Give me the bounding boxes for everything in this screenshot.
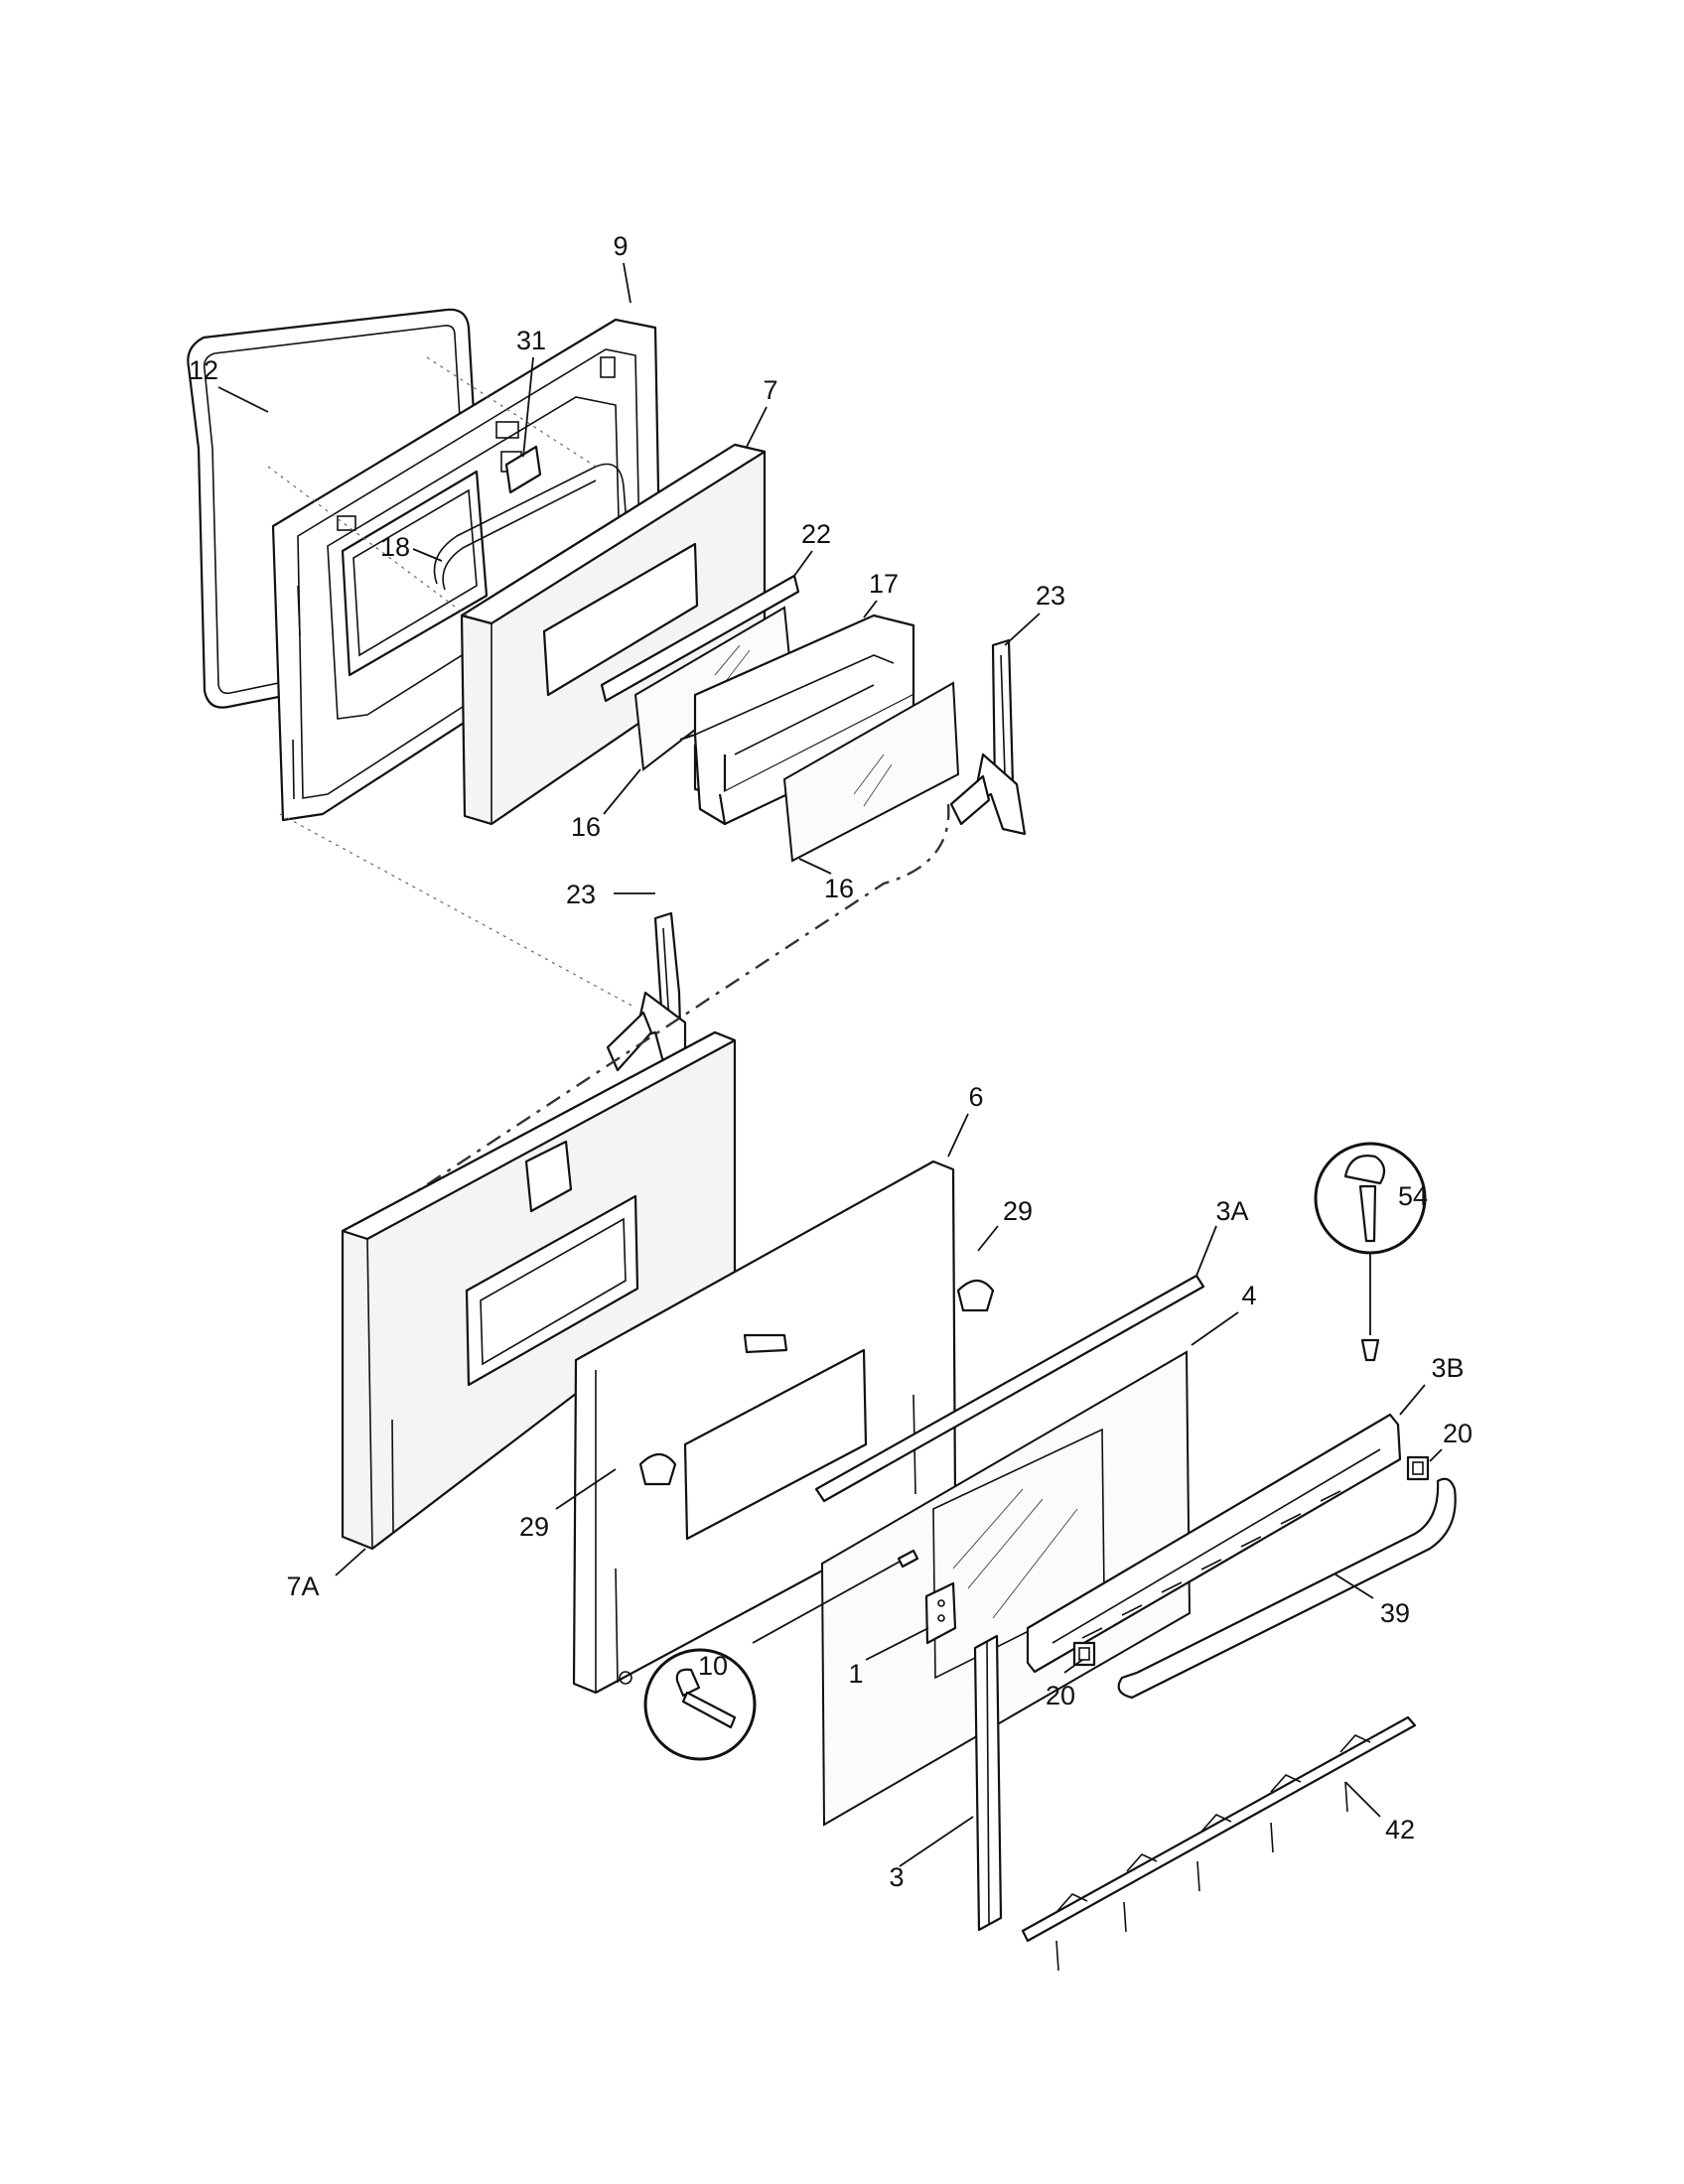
- bumper-lower: [638, 1452, 677, 1486]
- callout-1: 1: [848, 1659, 863, 1689]
- callout-3b: 3B: [1431, 1353, 1464, 1383]
- callout-23-right: 23: [1036, 581, 1065, 611]
- callout-42: 42: [1385, 1815, 1415, 1844]
- callout-16-front: 16: [824, 874, 854, 903]
- callout-29-upper: 29: [1003, 1196, 1033, 1226]
- glass-support-bracket: [600, 574, 800, 703]
- callout-20-right: 20: [1443, 1419, 1473, 1448]
- callout-18: 18: [380, 532, 410, 562]
- callout-detail-54: [1314, 1142, 1427, 1362]
- door-hinge-right: [949, 638, 1027, 836]
- callout-20-left: 20: [1046, 1681, 1075, 1710]
- callout-7: 7: [763, 375, 777, 405]
- screw-small: [897, 1549, 919, 1569]
- bumper-upper: [956, 1279, 995, 1312]
- inner-insulation: [460, 443, 767, 826]
- outer-insulation: [341, 1030, 737, 1551]
- callout-4: 4: [1241, 1281, 1256, 1310]
- callout-29-lower: 29: [519, 1512, 549, 1542]
- door-clip: [504, 445, 542, 494]
- callout-detail-10: [643, 1561, 901, 1761]
- handle-bracket: [1026, 1413, 1402, 1674]
- callout-31: 31: [516, 326, 546, 355]
- callout-9: 9: [613, 231, 628, 261]
- front-glass-panel: [782, 681, 960, 863]
- callout-54: 54: [1398, 1181, 1428, 1211]
- side-trim: [973, 1634, 1003, 1932]
- callout-39: 39: [1380, 1598, 1410, 1628]
- hinge-receiver: [924, 1581, 957, 1645]
- callout-labels: 9 12 31 7 18 22 17 23 16 16 23 6 29 3A 5…: [189, 231, 1473, 1892]
- door-handle: [1117, 1477, 1457, 1700]
- bottom-vent-strip: [1021, 1715, 1417, 1972]
- top-trim-strip: [814, 1274, 1205, 1503]
- window-frame: [679, 614, 915, 826]
- callout-23-left: 23: [566, 880, 596, 909]
- handle-spacer-left: [1072, 1641, 1096, 1667]
- callout-10: 10: [698, 1651, 728, 1681]
- callout-7a: 7A: [286, 1571, 319, 1601]
- callout-6: 6: [968, 1082, 983, 1112]
- callout-12: 12: [189, 355, 218, 385]
- handle-spacer-right: [1406, 1455, 1430, 1481]
- callout-17: 17: [869, 569, 899, 599]
- callout-22: 22: [801, 519, 831, 549]
- callout-16-rear: 16: [571, 812, 601, 842]
- callout-3: 3: [889, 1862, 904, 1892]
- leader-lines: [217, 262, 1443, 1867]
- callout-3a: 3A: [1215, 1196, 1248, 1226]
